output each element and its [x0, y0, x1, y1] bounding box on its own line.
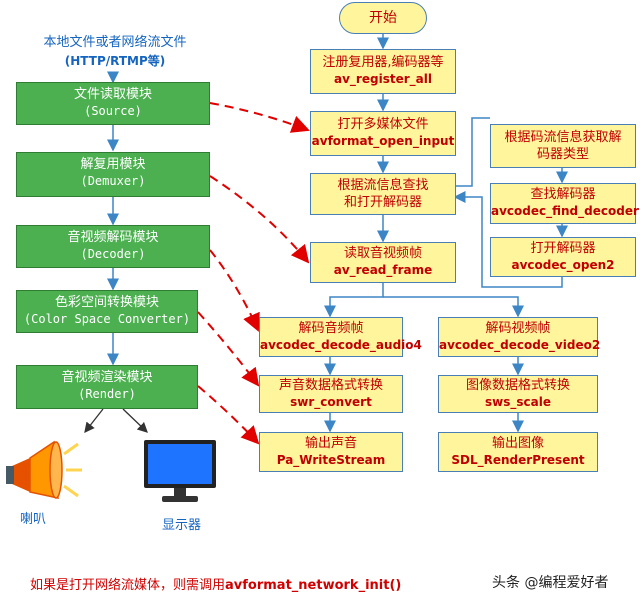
step-register: 注册复用器,编码器等 av_register_all	[310, 49, 456, 94]
module-decoder-label: 音视频解码模块	[67, 230, 159, 245]
step-video-output: 输出图像 SDL_RenderPresent	[438, 432, 598, 472]
module-color-converter: 色彩空间转换模块 (Color Space Converter)	[16, 290, 198, 333]
step-register-label: 注册复用器,编码器等	[322, 55, 444, 70]
step-read-frame-label: 读取音视频帧	[343, 246, 422, 261]
step-open-input-label: 打开多媒体文件	[337, 117, 429, 132]
step-find-decoder-label: 查找解码器	[530, 187, 596, 202]
step-open-codec-fn: avcodec_open2	[511, 258, 615, 272]
step-read-frame-fn: av_read_frame	[333, 263, 433, 277]
monitor-icon	[144, 440, 216, 502]
step-audio-convert: 声音数据格式转换 swr_convert	[259, 375, 403, 413]
step-decode-video-fn: avcodec_decode_video2	[439, 338, 601, 352]
source-description: 本地文件或者网络流文件 (HTTP/RTMP等)	[20, 34, 210, 70]
step-read-frame: 读取音视频帧 av_read_frame	[310, 242, 456, 283]
step-audio-convert-label: 声音数据格式转换	[278, 378, 383, 393]
speaker-icon	[6, 440, 82, 499]
step-open-codec: 打开解码器 avcodec_open2	[490, 237, 636, 277]
module-demuxer: 解复用模块 (Demuxer)	[16, 152, 210, 197]
step-decode-audio-label: 解码音频帧	[298, 321, 364, 336]
step-codec-type-line1: 根据码流信息获取解	[504, 130, 622, 145]
module-decoder: 音视频解码模块 (Decoder)	[16, 225, 210, 268]
step-codec-type-line2: 码器类型	[536, 147, 589, 162]
source-subtitle: (HTTP/RTMP等)	[64, 54, 166, 68]
module-demuxer-label: 解复用模块	[80, 157, 146, 172]
module-source-label: 文件读取模块	[73, 87, 152, 102]
step-find-decoder-fn: avcodec_find_decoder	[491, 204, 639, 218]
network-note-fn: avformat_network_init()	[225, 578, 402, 593]
step-open-codec-label: 打开解码器	[530, 241, 596, 256]
step-video-scale-label: 图像数据格式转换	[465, 378, 570, 393]
step-audio-output-label: 输出声音	[304, 436, 357, 451]
speaker-label: 喇叭	[20, 512, 47, 527]
step-audio-convert-fn: swr_convert	[290, 395, 372, 409]
step-find-decoder: 查找解码器 avcodec_find_decoder	[490, 183, 639, 224]
step-decode-audio: 解码音频帧 avcodec_decode_audio4	[259, 317, 422, 357]
step-codec-type: 根据码流信息获取解 码器类型	[490, 124, 636, 168]
module-render-label: 音视频渲染模块	[61, 370, 153, 385]
source-title: 本地文件或者网络流文件	[43, 35, 187, 50]
step-audio-output-fn: Pa_WriteStream	[276, 453, 386, 467]
start-node: 开始	[339, 2, 427, 34]
step-video-scale-fn: sws_scale	[485, 395, 551, 409]
step-open-decoder-line1: 根据流信息查找	[337, 178, 429, 193]
step-open-input-fn: avformat_open_input	[311, 134, 455, 148]
network-note: 如果是打开网络流媒体，则需调用avformat_network_init()	[30, 574, 401, 593]
module-render-en: (Render)	[78, 387, 136, 401]
step-register-fn: av_register_all	[334, 72, 432, 86]
step-open-decoder: 根据流信息查找 和打开解码器	[310, 173, 456, 215]
watermark: 头条 @编程爱好者	[492, 575, 609, 591]
network-note-text: 如果是打开网络流媒体，则需调用	[30, 578, 226, 593]
step-video-output-label: 输出图像	[491, 436, 544, 451]
module-color-converter-label: 色彩空间转换模块	[54, 295, 159, 310]
step-video-scale: 图像数据格式转换 sws_scale	[438, 375, 598, 413]
module-source-en: (Source)	[84, 104, 142, 118]
module-render: 音视频渲染模块 (Render)	[16, 365, 198, 409]
step-decode-audio-fn: avcodec_decode_audio4	[260, 338, 422, 352]
step-decode-video: 解码视频帧 avcodec_decode_video2	[438, 317, 601, 357]
step-decode-video-label: 解码视频帧	[485, 321, 551, 336]
module-source: 文件读取模块 (Source)	[16, 82, 210, 125]
module-decoder-en: (Decoder)	[80, 247, 146, 261]
step-video-output-fn: SDL_RenderPresent	[451, 453, 585, 467]
module-color-converter-en: (Color Space Converter)	[23, 312, 191, 326]
step-open-decoder-line2: 和打开解码器	[343, 195, 422, 210]
step-audio-output: 输出声音 Pa_WriteStream	[259, 432, 403, 472]
monitor-label: 显示器	[162, 518, 202, 533]
step-open-input: 打开多媒体文件 avformat_open_input	[310, 111, 456, 156]
module-demuxer-en: (Demuxer)	[80, 174, 146, 188]
